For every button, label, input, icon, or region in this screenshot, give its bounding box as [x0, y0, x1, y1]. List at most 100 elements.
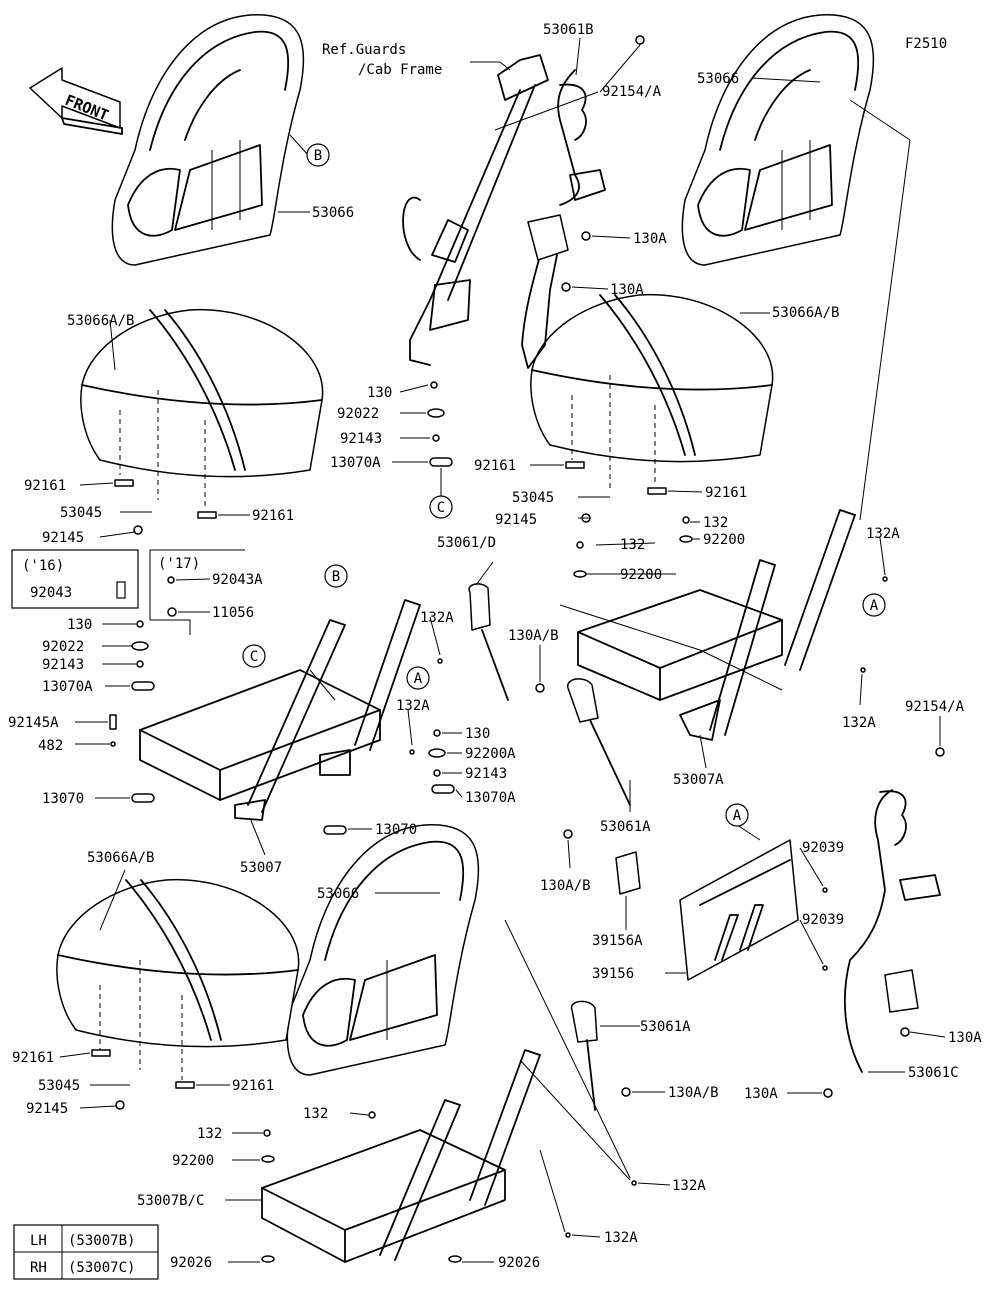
svg-text:A: A	[414, 671, 423, 687]
belt-buckle-53061A-middle	[567, 678, 631, 806]
pad-39156A	[615, 851, 641, 895]
label-39156: 39156	[592, 966, 634, 982]
label-132-c: 132	[303, 1106, 328, 1122]
label-130AB-a: 130A/B	[508, 628, 559, 644]
part-92043: 92043	[30, 585, 72, 601]
label-92039-a: 92039	[802, 840, 844, 856]
belt-buckle-53061A-bottom	[570, 1000, 598, 1111]
label-53045-bottom: 53045	[38, 1078, 80, 1094]
label-132A-b: 132A	[420, 610, 454, 626]
year-17-box: ('17)	[149, 549, 245, 635]
label-53061D: 53061/D	[437, 535, 496, 551]
svg-text:B: B	[332, 569, 340, 585]
label-53007BC: 53007B/C	[137, 1193, 204, 1209]
seat-frame-53007A	[577, 509, 856, 741]
label-130A-b: 130A	[610, 282, 644, 298]
svg-text:B: B	[314, 148, 322, 164]
ref-note-line1: Ref.Guards	[322, 42, 406, 58]
label-92022-top: 92022	[337, 406, 379, 422]
year-17-label: ('17)	[158, 556, 200, 572]
label-92161-tr-b: 92161	[705, 485, 747, 501]
label-92154A-top: 92154/A	[602, 84, 662, 100]
callout-a-bracket: A	[725, 803, 749, 827]
label-13070-center: 13070	[375, 822, 417, 838]
label-130A-bottom-right: 130A	[744, 1086, 778, 1102]
label-92200A: 92200A	[465, 746, 516, 762]
label-39156A: 39156A	[592, 933, 643, 949]
label-130A-right: 130A	[948, 1030, 982, 1046]
label-53066AB-bottom: 53066A/B	[87, 850, 154, 866]
label-92143-mid-left: 92143	[42, 657, 84, 673]
svg-text:C: C	[437, 500, 445, 516]
ref-note-line2: /Cab Frame	[358, 62, 442, 78]
svg-text:A: A	[870, 598, 879, 614]
label-92161-bottom-a: 92161	[12, 1050, 54, 1066]
label-130AB-c: 130A/B	[668, 1085, 719, 1101]
label-53061A-mid: 53061A	[600, 819, 651, 835]
seat-back-bottom	[286, 824, 480, 1076]
seat-back-top-right	[681, 14, 875, 266]
label-11056: 11056	[212, 605, 254, 621]
belt-buckle-53061D	[468, 583, 509, 701]
label-132-b: 132	[620, 537, 645, 553]
label-92145-top-right: 92145	[495, 512, 537, 528]
seat-cushion-bottom	[56, 878, 300, 1048]
label-53045-top-right: 53045	[512, 490, 554, 506]
variant-rh-side: RH	[30, 1260, 47, 1276]
variant-table: LH (53007B) RH (53007C)	[13, 1224, 159, 1280]
callout-b-top: B	[306, 143, 330, 167]
callout-c-mid: C	[242, 644, 266, 668]
label-13070A-mid-right: 13070A	[465, 790, 516, 806]
label-130-mid: 130	[67, 617, 92, 633]
label-92200-c: 92200	[172, 1153, 214, 1169]
variant-rh-code: (53007C)	[68, 1260, 135, 1276]
seat-belt-53061C	[843, 789, 941, 1073]
callout-a-mid-left: A	[406, 666, 430, 690]
label-53066-top-right: 53066	[697, 71, 739, 87]
svg-text:A: A	[733, 808, 742, 824]
label-130A-a: 130A	[633, 231, 667, 247]
label-53061B: 53061B	[543, 22, 594, 38]
label-53007: 53007	[240, 860, 282, 876]
seat-cushion-top-right	[530, 293, 774, 463]
label-92026-right: 92026	[498, 1255, 540, 1271]
variant-lh-side: LH	[30, 1233, 47, 1249]
label-92145-bottom: 92145	[26, 1101, 68, 1117]
seat-frame-53007	[139, 599, 421, 821]
label-13070A-mid-left: 13070A	[42, 679, 93, 695]
seat-belt-53061B	[521, 69, 606, 369]
label-132-d: 132	[197, 1126, 222, 1142]
label-92161-tl-a: 92161	[24, 478, 66, 494]
seat-cushion-top-left	[80, 308, 324, 478]
label-53045-top-left: 53045	[60, 505, 102, 521]
label-92161-tl-b: 92161	[252, 508, 294, 524]
cab-frame-guard	[402, 54, 549, 366]
label-482: 482	[38, 738, 63, 754]
label-92145A: 92145A	[8, 715, 59, 731]
label-130AB-b: 130A/B	[540, 878, 591, 894]
label-92161-tr-a: 92161	[474, 458, 516, 474]
bracket-39156	[679, 839, 799, 981]
label-13070-left: 13070	[42, 791, 84, 807]
label-92200-b: 92200	[620, 567, 662, 583]
label-132A-a: 132A	[866, 526, 900, 542]
label-92022-mid: 92022	[42, 639, 84, 655]
year-16-label: ('16)	[22, 558, 64, 574]
figure-code: F2510	[905, 36, 947, 52]
label-132A-f: 132A	[604, 1230, 638, 1246]
label-92026-left: 92026	[170, 1255, 212, 1271]
label-92039-b: 92039	[802, 912, 844, 928]
seat-back-top-left	[111, 14, 305, 266]
label-130-mid-right: 130	[465, 726, 490, 742]
label-92154A-right: 92154/A	[905, 699, 965, 715]
cushion-mount-lines	[99, 375, 656, 1080]
front-direction-arrow: FRONT	[29, 67, 123, 135]
svg-text:C: C	[250, 649, 258, 665]
label-92200-a: 92200	[703, 532, 745, 548]
label-92143-top: 92143	[340, 431, 382, 447]
variant-lh-code: (53007B)	[68, 1233, 135, 1249]
label-132A-c: 132A	[396, 698, 430, 714]
label-132A-e: 132A	[672, 1178, 706, 1194]
label-132A-d: 132A	[842, 715, 876, 731]
